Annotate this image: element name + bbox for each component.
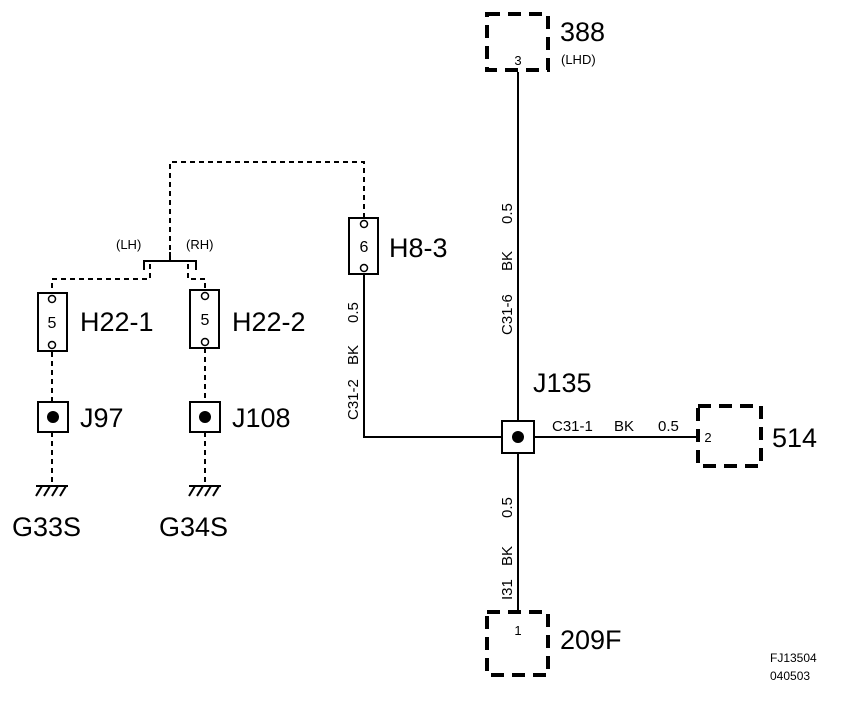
wire-i31-color: BK <box>499 546 516 566</box>
wire-option-lh <box>51 264 151 296</box>
wire-c31-2-circuit: C31-2 <box>345 379 362 420</box>
connector-h8-3[interactable]: 6 H8-3 <box>348 217 448 275</box>
splice-j135-label: J135 <box>533 368 592 398</box>
wire-c31-1-color: BK <box>614 418 634 435</box>
pin-h8-3: 6 <box>360 239 369 256</box>
ground-g33s[interactable]: G33S <box>12 485 81 542</box>
connector-h8-3-label: H8-3 <box>389 233 448 263</box>
wire-c31-6-circuit: C31-6 <box>499 294 516 335</box>
component-514[interactable]: 2 514 <box>696 404 817 468</box>
ground-g33s-label: G33S <box>12 512 81 542</box>
connector-h22-1[interactable]: 5 H22-1 <box>37 292 154 352</box>
pin-h22-2: 5 <box>201 312 210 329</box>
pin-388: 3 <box>514 53 521 68</box>
option-lh-label: (LH) <box>116 237 141 252</box>
component-514-label: 514 <box>772 423 817 453</box>
ground-g34s-label: G34S <box>159 512 228 542</box>
wire-c31-2 <box>363 274 502 438</box>
ground-icon <box>188 485 221 497</box>
component-388-note: (LHD) <box>561 52 596 67</box>
component-388-label: 388 <box>560 17 605 47</box>
splice-j97[interactable]: J97 <box>37 401 124 433</box>
pin-209f: 1 <box>514 623 521 638</box>
connector-h22-2-label: H22-2 <box>232 307 306 337</box>
wire-c31-1-size: 0.5 <box>658 418 679 435</box>
wire-c31-6-color: BK <box>499 251 516 271</box>
pin-514: 2 <box>704 430 711 445</box>
component-209f[interactable]: 1 209F <box>485 610 622 677</box>
wire-h8-3-option <box>169 161 365 252</box>
wire-i31-circuit: I31 <box>499 579 516 600</box>
wire-c31-2-color: BK <box>345 345 362 365</box>
connector-h22-2[interactable]: 5 H22-2 <box>189 289 306 349</box>
wire-label-c31-6: C31-6 BK 0.5 <box>499 203 516 335</box>
splice-j135[interactable]: J135 <box>501 368 592 454</box>
wire-option-rh <box>187 264 206 291</box>
wire-i31-size: 0.5 <box>499 497 516 518</box>
component-388[interactable]: 3 388 (LHD) <box>485 12 605 72</box>
wire-label-c31-1: C31-1 BK 0.5 <box>552 418 679 435</box>
ground-icon <box>35 485 68 497</box>
date-code: 040503 <box>770 669 810 683</box>
splice-j108[interactable]: J108 <box>189 401 291 433</box>
wire-label-i31: I31 BK 0.5 <box>499 497 516 600</box>
wire-label-c31-2: C31-2 BK 0.5 <box>345 302 362 420</box>
splice-j97-label: J97 <box>80 403 124 433</box>
figure-id: FJ13504 <box>770 651 817 665</box>
ground-g34s[interactable]: G34S <box>159 485 228 542</box>
component-209f-label: 209F <box>560 625 622 655</box>
option-bracket <box>143 252 197 270</box>
connector-h22-1-label: H22-1 <box>80 307 154 337</box>
wire-c31-2-size: 0.5 <box>345 302 362 323</box>
splice-j108-label: J108 <box>232 403 291 433</box>
wire-c31-1-circuit: C31-1 <box>552 418 593 435</box>
wire-c31-6-size: 0.5 <box>499 203 516 224</box>
pin-h22-1: 5 <box>48 315 57 332</box>
option-rh-label: (RH) <box>186 237 213 252</box>
